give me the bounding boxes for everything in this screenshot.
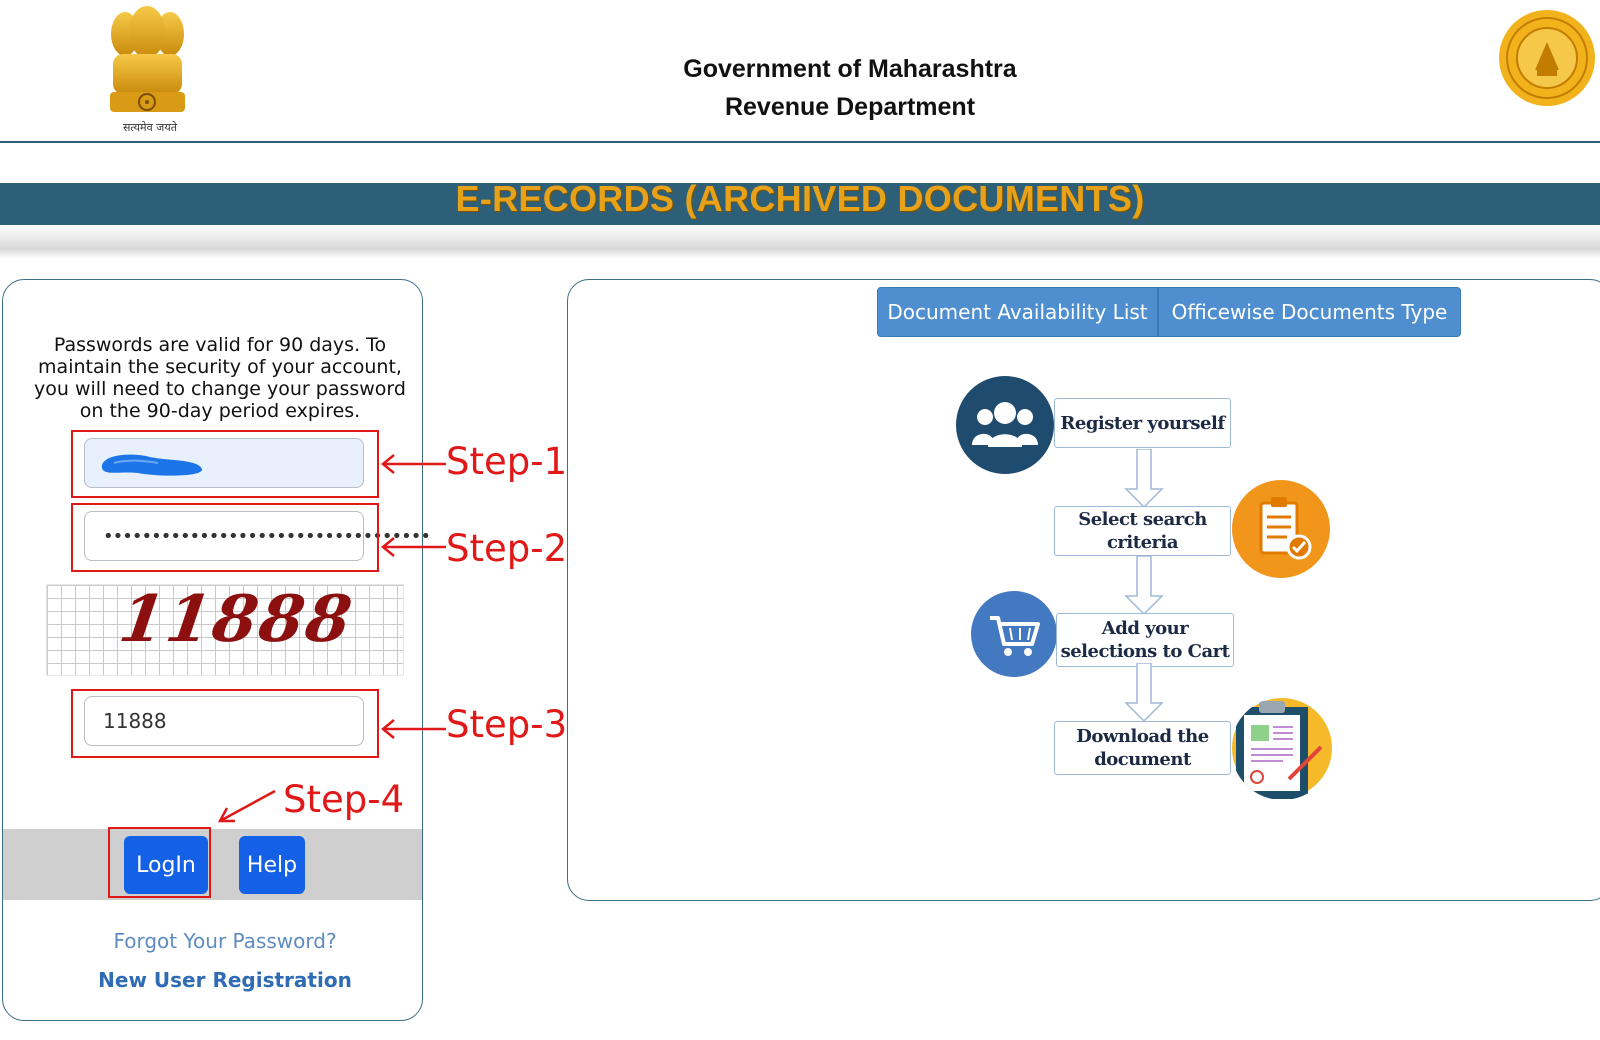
password-validity-note: Passwords are valid for 90 days. To main… bbox=[34, 334, 406, 422]
flow-arrow-down-icon bbox=[1124, 449, 1164, 509]
step2-label: Step-2 bbox=[446, 527, 568, 570]
document-icon bbox=[1232, 698, 1332, 799]
flow-step-add-to-cart: Add your selections to Cart bbox=[1056, 613, 1234, 667]
clipboard-checklist-icon bbox=[1232, 480, 1330, 578]
flow-step-download: Download the document bbox=[1054, 721, 1231, 775]
step4-arrow-icon bbox=[217, 789, 276, 823]
title-banner bbox=[0, 183, 1600, 225]
step4-highlight-box bbox=[108, 827, 211, 898]
emblem-motto: सत्यमेव जयते bbox=[122, 121, 177, 134]
users-icon bbox=[956, 376, 1054, 474]
tab-officewise-documents-type[interactable]: Officewise Documents Type bbox=[1158, 287, 1461, 337]
title-line-government: Government of Maharashtra bbox=[683, 55, 1017, 83]
page-title: Government of Maharashtra Revenue Depart… bbox=[560, 50, 1140, 126]
step2-arrow-icon bbox=[381, 537, 446, 557]
step2-highlight-box bbox=[71, 503, 379, 572]
flow-arrow-down-icon bbox=[1124, 663, 1164, 723]
flow-arrow-down-icon bbox=[1124, 556, 1164, 616]
help-button[interactable]: Help bbox=[239, 836, 305, 894]
banner-shadow-divider bbox=[0, 225, 1600, 259]
captcha-input[interactable]: 11888 bbox=[84, 696, 364, 746]
step3-highlight-box bbox=[71, 689, 379, 758]
step1-highlight-box bbox=[71, 430, 379, 498]
login-button-bar bbox=[3, 829, 422, 900]
step1-label: Step-1 bbox=[446, 440, 568, 483]
banner-title: E-RECORDS (ARCHIVED DOCUMENTS) bbox=[455, 178, 1145, 219]
flow-step-select-criteria: Select search criteria bbox=[1054, 506, 1231, 556]
title-line-department: Revenue Department bbox=[724, 93, 976, 121]
username-redaction-scribble bbox=[101, 454, 203, 476]
password-input[interactable]: •••••••••••••••••••••••••••••••••• bbox=[84, 511, 431, 561]
step3-label: Step-3 bbox=[446, 703, 568, 746]
maharashtra-seal-icon bbox=[1499, 10, 1595, 106]
tab-document-availability-list[interactable]: Document Availability List bbox=[877, 287, 1158, 337]
flow-step-register: Register yourself bbox=[1054, 398, 1231, 448]
step4-label: Step-4 bbox=[283, 778, 405, 821]
cart-icon bbox=[971, 591, 1057, 677]
new-user-registration-link[interactable]: New User Registration bbox=[98, 968, 352, 992]
info-panel bbox=[567, 279, 1600, 901]
captcha-image bbox=[46, 584, 404, 676]
page-header bbox=[0, 0, 1600, 143]
national-emblem-icon bbox=[110, 6, 185, 112]
login-button[interactable]: LogIn bbox=[124, 836, 208, 894]
forgot-password-link[interactable]: Forgot Your Password? bbox=[113, 929, 337, 953]
captcha-image-text: 11888 bbox=[114, 582, 358, 657]
step1-arrow-icon bbox=[381, 454, 446, 474]
step3-arrow-icon bbox=[381, 719, 446, 739]
